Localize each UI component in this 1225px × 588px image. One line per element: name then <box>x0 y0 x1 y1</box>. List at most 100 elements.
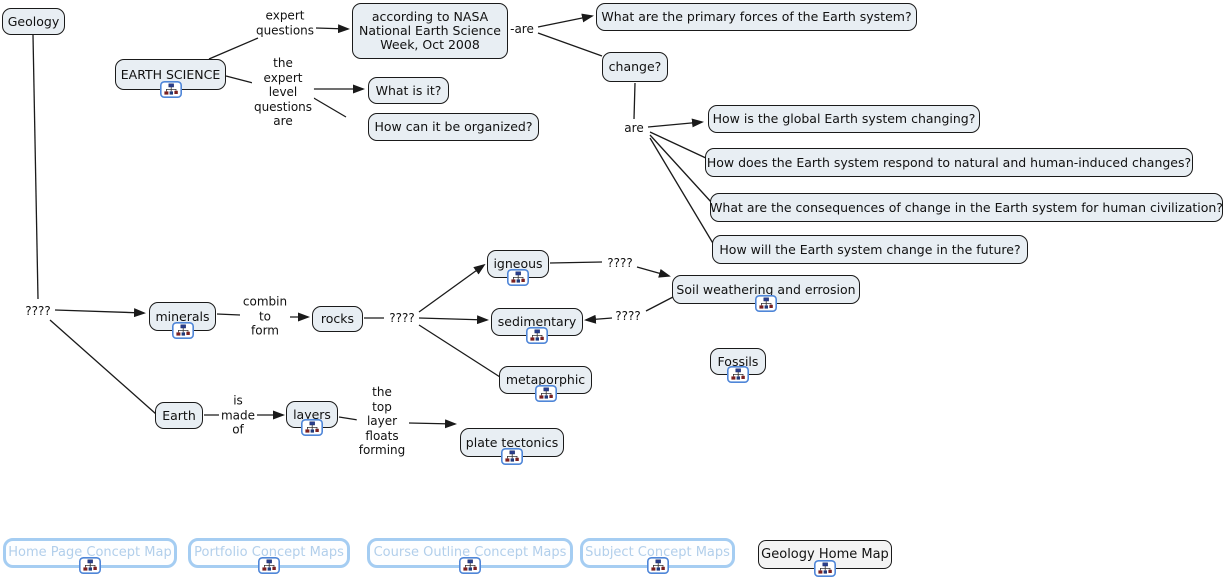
link-label-is-made-of[interactable]: is made of <box>218 393 258 437</box>
node-label: EARTH SCIENCE <box>120 66 221 82</box>
concept-map-icon[interactable] <box>301 419 323 436</box>
node-plate-tectonics[interactable]: plate tectonics <box>460 428 564 457</box>
node-igneous[interactable]: igneous <box>487 250 549 278</box>
connector-line <box>636 266 671 278</box>
node-label: Home Page Concept Map <box>8 545 172 560</box>
concept-map-icon[interactable] <box>814 560 836 577</box>
connector-line <box>49 319 157 415</box>
connector-line <box>549 261 603 264</box>
concept-map-icon[interactable] <box>755 295 777 312</box>
connector-line <box>225 75 254 84</box>
link-label-dash-are[interactable]: -are <box>508 21 536 37</box>
connector-line <box>315 24 350 34</box>
connector-line <box>647 118 704 128</box>
link-label-are[interactable]: are <box>622 120 646 136</box>
node-subject-maps[interactable]: Subject Concept Maps <box>580 538 735 568</box>
node-earth[interactable]: Earth <box>155 402 203 429</box>
node-home-page-map[interactable]: Home Page Concept Map <box>3 538 177 568</box>
node-label: plate tectonics <box>465 434 559 450</box>
node-course-outline[interactable]: Course Outline Concept Maps <box>367 538 573 568</box>
link-label-unknown-soil[interactable]: ???? <box>613 308 643 324</box>
node-portfolio-maps[interactable]: Portfolio Concept Maps <box>188 538 350 568</box>
concept-map-icon[interactable] <box>727 366 749 383</box>
node-label: What are the consequences of change in t… <box>710 199 1223 215</box>
node-geology-home-map[interactable]: Geology Home Map <box>758 540 892 569</box>
connector-line <box>649 137 715 246</box>
node-label: Earth <box>162 407 196 423</box>
connector-line <box>649 131 709 160</box>
connector-line <box>338 416 359 421</box>
concept-map-icon[interactable] <box>535 385 557 402</box>
node-label: minerals <box>155 308 210 324</box>
connector-line <box>633 82 636 120</box>
concept-map-icon[interactable] <box>501 448 523 465</box>
node-how-organized[interactable]: How can it be organized? <box>368 113 539 141</box>
connector-line <box>418 315 489 325</box>
node-q-future[interactable]: How will the Earth system change in the … <box>712 235 1028 264</box>
concept-map-icon[interactable] <box>79 557 101 574</box>
node-what-is-it[interactable]: What is it? <box>368 77 449 104</box>
node-layers[interactable]: layers <box>286 401 338 428</box>
node-primary-forces[interactable]: What are the primary forces of the Earth… <box>596 3 917 31</box>
node-label: What is it? <box>375 82 442 98</box>
connector-line <box>408 419 457 429</box>
connector-line <box>584 314 613 324</box>
node-soil-weathering[interactable]: Soil weathering and errosion <box>672 275 860 304</box>
connector-line <box>649 134 713 204</box>
link-label-top-layer-floats[interactable]: the top layer floats forming <box>356 384 408 458</box>
node-minerals[interactable]: minerals <box>149 302 216 331</box>
connector-line <box>645 296 674 312</box>
connector-line <box>418 263 486 313</box>
connector-line <box>54 308 146 318</box>
node-label: Portfolio Concept Maps <box>194 545 344 560</box>
node-label: How can it be organized? <box>374 119 533 134</box>
connector-line <box>418 324 501 378</box>
concept-map-icon[interactable] <box>526 327 548 344</box>
node-sedimentary[interactable]: sedimentary <box>491 308 583 336</box>
node-change[interactable]: change? <box>602 52 668 82</box>
connector-line <box>216 313 241 316</box>
node-label: What are the primary forces of the Earth… <box>601 9 912 24</box>
node-label: Geology <box>7 13 60 29</box>
concept-map-icon[interactable] <box>507 269 529 286</box>
node-label: layers <box>293 406 331 422</box>
node-label: sedimentary <box>497 314 577 329</box>
link-label-expert-questions[interactable]: expert questions <box>253 8 317 38</box>
link-label-combin-to-form[interactable]: combin to form <box>240 294 290 338</box>
node-rocks[interactable]: rocks <box>312 306 363 332</box>
node-label: change? <box>608 59 662 74</box>
connector-line <box>311 96 347 118</box>
node-label: metaporphic <box>505 372 586 387</box>
node-earth-science[interactable]: EARTH SCIENCE <box>115 59 226 90</box>
node-geology[interactable]: Geology <box>2 8 65 35</box>
link-label-unknown-geology[interactable]: ???? <box>23 303 53 319</box>
concept-map-icon[interactable] <box>459 557 481 574</box>
node-label: Fossils <box>717 353 759 369</box>
node-q-respond[interactable]: How does the Earth system respond to nat… <box>705 148 1193 177</box>
concept-map-icon[interactable] <box>160 81 182 98</box>
node-label: Course Outline Concept Maps <box>373 545 567 560</box>
node-fossils[interactable]: Fossils <box>710 348 766 375</box>
link-label-unknown-rocks[interactable]: ???? <box>387 310 417 326</box>
node-label: rocks <box>320 311 355 326</box>
node-label: How is the global Earth system changing? <box>712 111 976 126</box>
concept-map-icon[interactable] <box>172 322 194 339</box>
node-metaporphic[interactable]: metaporphic <box>499 366 592 394</box>
node-label: igneous <box>493 256 543 271</box>
connector-line <box>208 37 259 60</box>
link-label-unknown-igneous[interactable]: ???? <box>605 255 635 271</box>
node-nasa-source[interactable]: according to NASA National Earth Science… <box>352 3 508 59</box>
node-label: according to NASA National Earth Science… <box>358 9 501 52</box>
node-q-consequences[interactable]: What are the consequences of change in t… <box>710 193 1223 222</box>
connector-line <box>32 34 39 300</box>
concept-map-icon[interactable] <box>647 557 669 574</box>
node-label: Subject Concept Maps <box>585 545 730 560</box>
link-label-expert-level[interactable]: the expert level questions are <box>251 55 315 129</box>
node-label: Soil weathering and errosion <box>676 281 856 297</box>
connector-line <box>537 13 594 28</box>
node-q-changing[interactable]: How is the global Earth system changing? <box>708 105 980 133</box>
node-label: How will the Earth system change in the … <box>719 241 1021 257</box>
concept-map-icon[interactable] <box>258 557 280 574</box>
connector-line <box>537 32 603 57</box>
